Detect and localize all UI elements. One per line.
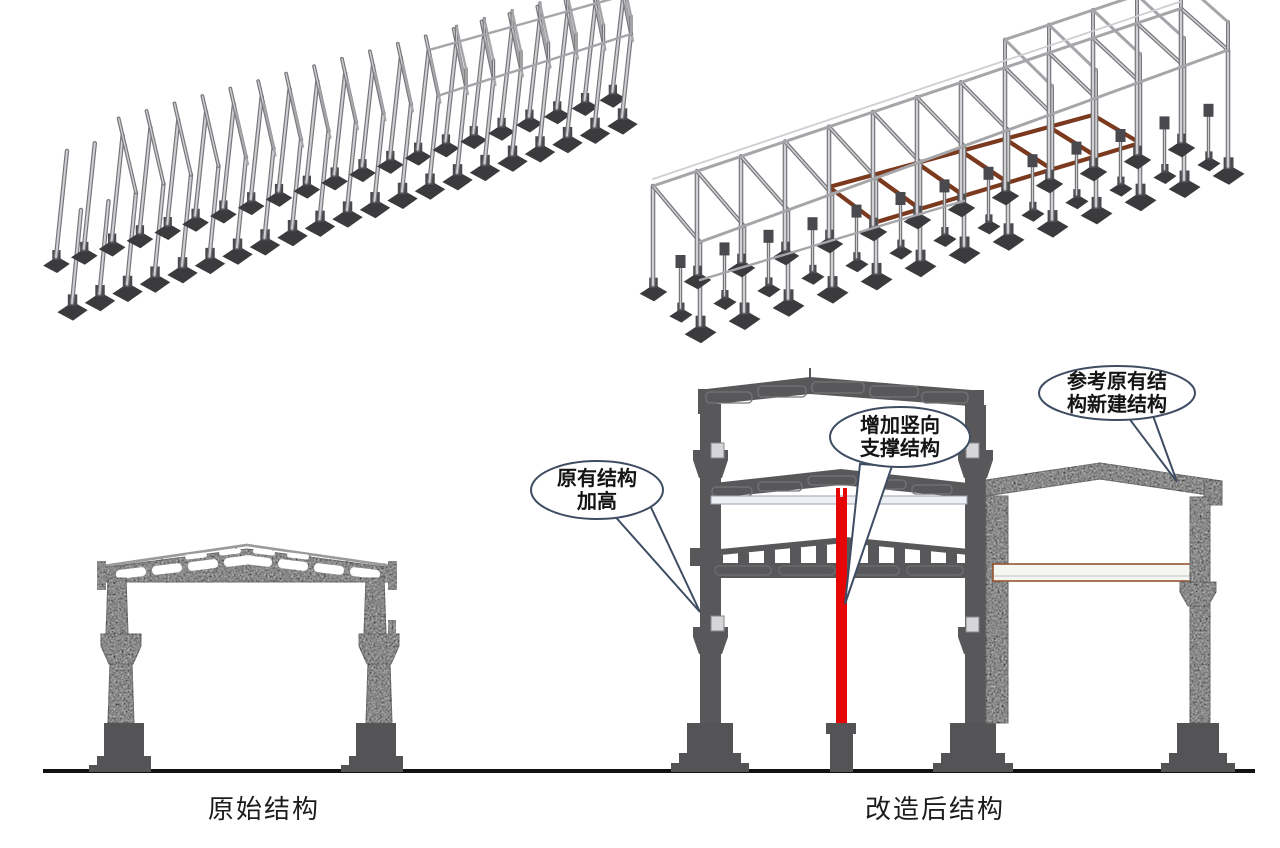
iso-frame-modified bbox=[903, 94, 981, 264]
iso-frame-original bbox=[599, 0, 638, 135]
new-slab-beam bbox=[992, 563, 1196, 582]
lower-beam-panels bbox=[714, 565, 964, 576]
isometric-view-original-structure bbox=[43, 0, 638, 321]
elevation-original-structure bbox=[89, 543, 403, 772]
iso-frame-original bbox=[293, 64, 336, 237]
callout-new-structure: 参考原有结 构新建结构 bbox=[1038, 365, 1196, 483]
red-support-footing-pier bbox=[830, 734, 853, 772]
caption-original-structure: 原始结构 bbox=[208, 794, 320, 824]
new-column-right bbox=[1179, 496, 1217, 724]
iso-frame-modified bbox=[639, 183, 717, 344]
callout-raise-bubble bbox=[530, 460, 664, 520]
iso-frame-original bbox=[237, 79, 281, 256]
roof-girder bbox=[99, 548, 395, 583]
original-footing-left bbox=[89, 723, 151, 772]
new-roof-joints bbox=[1009, 466, 1197, 493]
added-vertical-support bbox=[826, 488, 856, 772]
callout-raise-line1: 原有结构 bbox=[557, 466, 637, 490]
iso-frame-original bbox=[543, 0, 583, 154]
iso-frame-modified bbox=[815, 124, 893, 291]
iso-frame-original bbox=[349, 49, 391, 219]
caption-modified-structure: 改造后结构 bbox=[865, 794, 1005, 824]
callout-raise-existing: 原有结构 加高 bbox=[530, 460, 701, 613]
middle-girder-end-right bbox=[965, 483, 977, 505]
original-footing-right bbox=[341, 723, 403, 772]
roof-top-chord bbox=[102, 543, 393, 568]
new-column-left bbox=[985, 495, 1009, 724]
original-column-left bbox=[100, 577, 142, 724]
iso-frame-original bbox=[265, 71, 308, 247]
new-footing-right bbox=[1161, 723, 1235, 772]
callout-vertical-support: 增加竖向 支撑结构 bbox=[829, 406, 971, 605]
roof-end-plate-left bbox=[97, 561, 106, 590]
callout-support-line1: 增加竖向 bbox=[860, 413, 940, 437]
iso-frame-original bbox=[321, 56, 363, 228]
iso-frame-modified bbox=[991, 37, 1069, 238]
iso-frame-original bbox=[210, 86, 253, 265]
iso-frame-original bbox=[98, 116, 143, 302]
isometric-view-modified-structure bbox=[639, 0, 1245, 344]
iso-frame-original bbox=[154, 101, 198, 284]
callout-raise-tail bbox=[610, 499, 701, 613]
modified-footing-left bbox=[671, 723, 749, 772]
raised-roof-panels bbox=[705, 381, 969, 404]
callout-new-bubble bbox=[1038, 365, 1196, 421]
callout-support-bubble bbox=[829, 406, 971, 468]
callout-new-line1: 参考原有结 bbox=[1067, 369, 1167, 393]
callout-new-line2: 构新建结构 bbox=[1067, 392, 1167, 416]
iso-frame-original bbox=[516, 1, 556, 163]
iso-frame-modified bbox=[1079, 8, 1157, 212]
red-support-column bbox=[836, 497, 847, 723]
iso-frame-modified bbox=[1123, 0, 1201, 198]
iso-frame-original bbox=[571, 0, 611, 144]
iso-frame-original bbox=[376, 41, 418, 209]
callout-raise-line2: 加高 bbox=[576, 489, 617, 513]
iso-frame-modified bbox=[859, 109, 937, 278]
iso-frame-modified bbox=[947, 80, 1025, 251]
elevation-modified-structure bbox=[671, 368, 1013, 772]
raised-roof-girder bbox=[698, 377, 984, 407]
original-column-right bbox=[358, 577, 400, 724]
modified-footing-right bbox=[933, 723, 1013, 772]
red-support-footing-cap bbox=[826, 723, 856, 734]
lower-chord-posts bbox=[712, 542, 957, 564]
ground-line bbox=[43, 769, 1255, 773]
elevation-new-structure bbox=[985, 462, 1235, 772]
iso-frame-original bbox=[126, 109, 171, 293]
iso-frame-modified bbox=[727, 154, 805, 317]
iso-frame-original bbox=[43, 148, 88, 321]
modified-column-corbels bbox=[690, 442, 993, 654]
iso-frame-modified bbox=[683, 168, 761, 330]
iso-frame-modified bbox=[1167, 0, 1245, 185]
new-roof-girder bbox=[985, 462, 1223, 498]
roof-girder-openings bbox=[116, 548, 380, 579]
iso-frame-modified bbox=[771, 139, 849, 304]
roof-end-plate-right bbox=[388, 561, 397, 590]
iso-frame-original bbox=[182, 94, 226, 275]
callout-support-line2: 支撑结构 bbox=[860, 436, 940, 460]
